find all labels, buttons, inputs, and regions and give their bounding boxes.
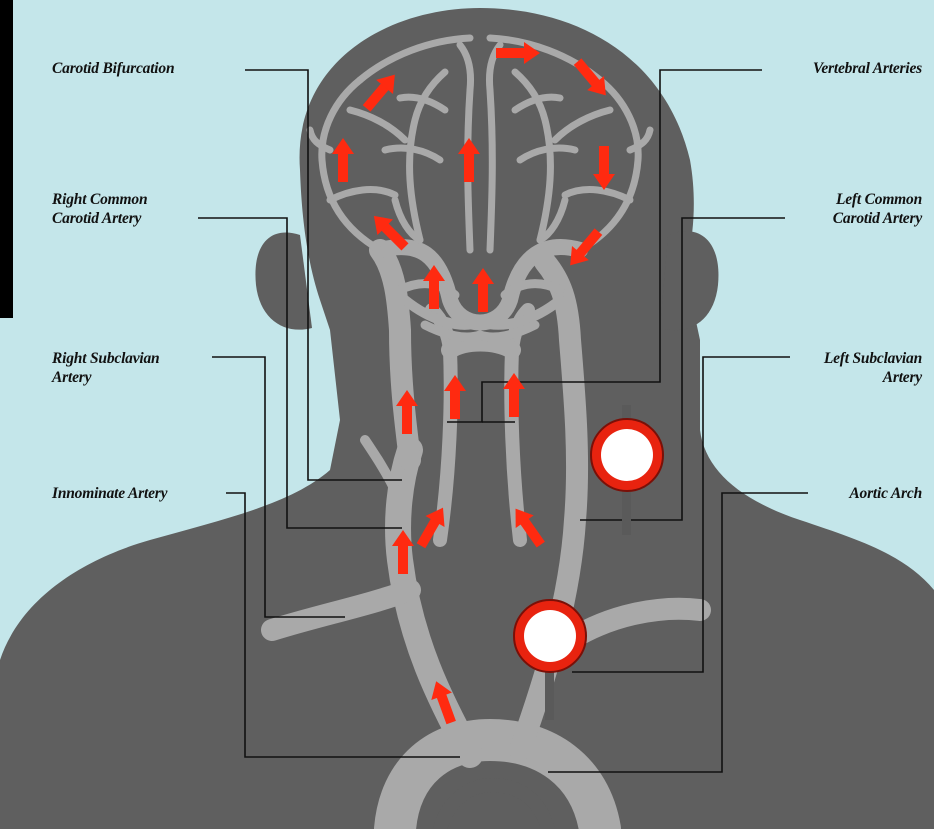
label-line: Innominate Artery (52, 484, 167, 503)
label-line: Aortic Arch (849, 484, 922, 503)
label-line: Right Subclavian (52, 349, 159, 368)
label-right-subclavian: Right Subclavian Artery (52, 349, 159, 387)
label-line: Carotid Artery (833, 209, 922, 228)
label-line: Vertebral Arteries (813, 59, 922, 78)
label-right-common-carotid: Right Common Carotid Artery (52, 190, 147, 228)
label-line: Artery (52, 368, 159, 387)
label-aortic-arch: Aortic Arch (849, 484, 922, 503)
label-line: Carotid Artery (52, 209, 147, 228)
label-vertebral-arteries: Vertebral Arteries (813, 59, 922, 78)
left-ear (660, 231, 718, 330)
label-carotid-bifurcation: Carotid Bifurcation (52, 59, 174, 78)
label-left-subclavian: Left Subclavian Artery (824, 349, 922, 387)
label-line: Right Common (52, 190, 147, 209)
label-line: Left Subclavian (824, 349, 922, 368)
label-line: Carotid Bifurcation (52, 59, 174, 78)
label-left-common-carotid: Left Common Carotid Artery (833, 190, 922, 228)
label-line: Left Common (833, 190, 922, 209)
right-ear (255, 232, 312, 329)
label-innominate-artery: Innominate Artery (52, 484, 167, 503)
label-line: Artery (824, 368, 922, 387)
